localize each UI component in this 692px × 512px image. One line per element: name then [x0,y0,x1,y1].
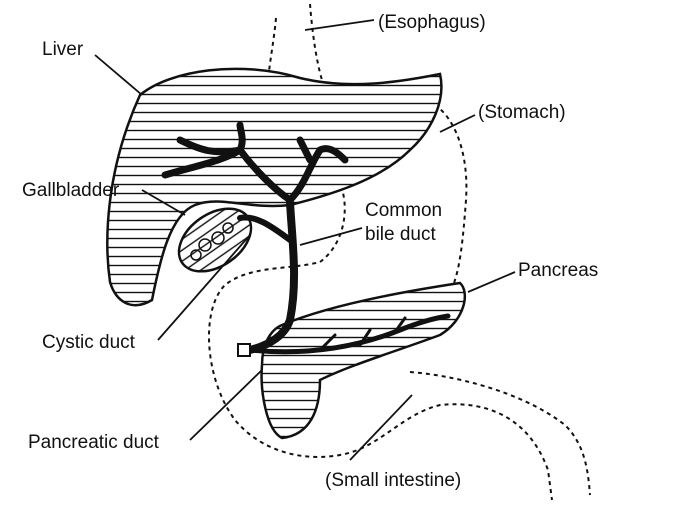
label-stomach: (Stomach) [478,102,566,123]
label-pancreatic-duct: Pancreatic duct [28,432,160,453]
label-gallbladder: Gallbladder [22,180,120,201]
esophagus-outline [208,17,553,501]
intestine-outline [409,371,591,496]
label-liver: Liver [42,39,84,60]
label-cystic-duct: Cystic duct [42,332,136,353]
label-pancreas: Pancreas [518,260,598,281]
label-esophagus: (Esophagus) [378,12,486,33]
pancreas [260,281,467,440]
label-small-intestine: (Small intestine) [325,470,461,491]
leader-lines [94,19,516,461]
label-common-bile-duct-1: Common [365,200,442,221]
label-common-bile-duct-2: bile duct [365,224,436,245]
